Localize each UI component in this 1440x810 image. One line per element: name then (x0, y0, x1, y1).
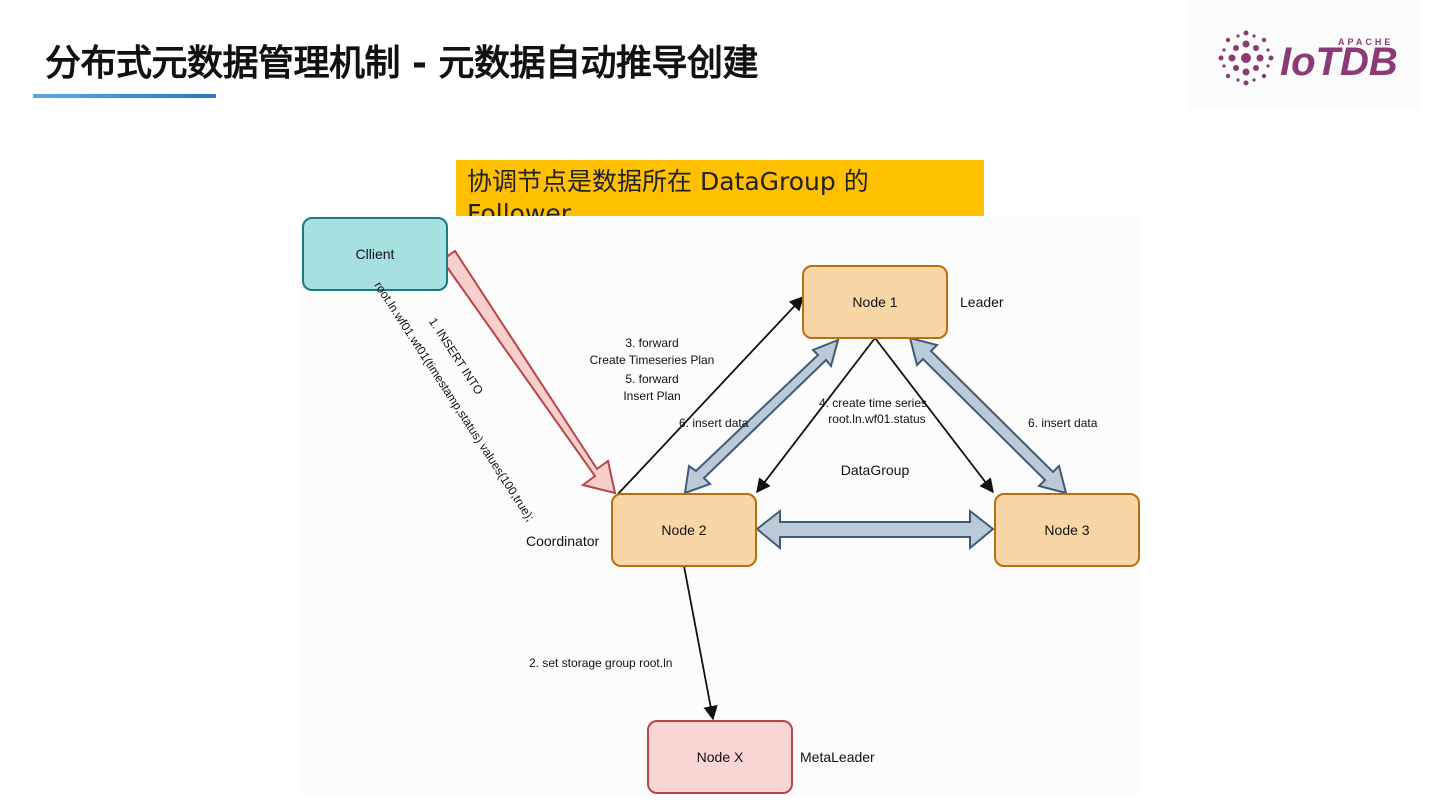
create-series-arrow-right (874, 337, 994, 494)
node-x (647, 720, 793, 794)
create-series-arrow-left (756, 337, 876, 494)
node-1-label: Node 1 (852, 294, 897, 310)
node-x-label: Node X (697, 749, 744, 765)
client-node (302, 217, 448, 291)
forward-arrow (617, 295, 804, 495)
client-request-arrow (440, 249, 617, 495)
title-underline (33, 94, 216, 98)
step-5-line-1: 5. forward (625, 372, 678, 386)
set-storage-group-arrow (683, 565, 718, 721)
step-6-right: 6. insert data (1028, 416, 1098, 430)
step-3-line-1: 3. forward (625, 336, 678, 350)
logo-apache-text: APACHE (1338, 37, 1393, 47)
node-3-label: Node 3 (1044, 522, 1089, 538)
node-1 (802, 265, 948, 339)
client-label: Cllient (356, 246, 395, 262)
datagroup-label: DataGroup (841, 462, 910, 478)
logo-brand-text: IoTDB (1280, 40, 1398, 84)
node2-node3-block-arrow (755, 508, 995, 551)
step-3-line-2: Create Timeseries Plan (590, 353, 715, 367)
coordinator-label: Coordinator (526, 533, 599, 549)
node-3 (994, 493, 1140, 567)
step-4-line-1: 4. create time series (819, 396, 927, 410)
node-2-label: Node 2 (661, 522, 706, 538)
step-2: 2. set storage group root.ln (529, 656, 672, 670)
step-5-line-2: Insert Plan (623, 389, 680, 403)
iotdb-logo: APACHE IoTDB (1188, 0, 1420, 108)
step-6-left: 6. insert data (679, 416, 749, 430)
metaleader-label: MetaLeader (800, 749, 875, 765)
callout-banner: 协调节点是数据所在 DataGroup 的 Follower (456, 160, 984, 216)
step-4-line-2: root.ln.wf01.status (828, 412, 925, 426)
slide-title: 分布式元数据管理机制 - 元数据自动推导创建 (45, 43, 759, 84)
callout-text: 协调节点是数据所在 DataGroup 的 Follower (467, 167, 869, 216)
node1-node2-block-arrow (683, 338, 840, 495)
logo-burst-icon (1218, 30, 1274, 86)
leader-label: Leader (960, 294, 1004, 310)
node-2 (611, 493, 757, 567)
